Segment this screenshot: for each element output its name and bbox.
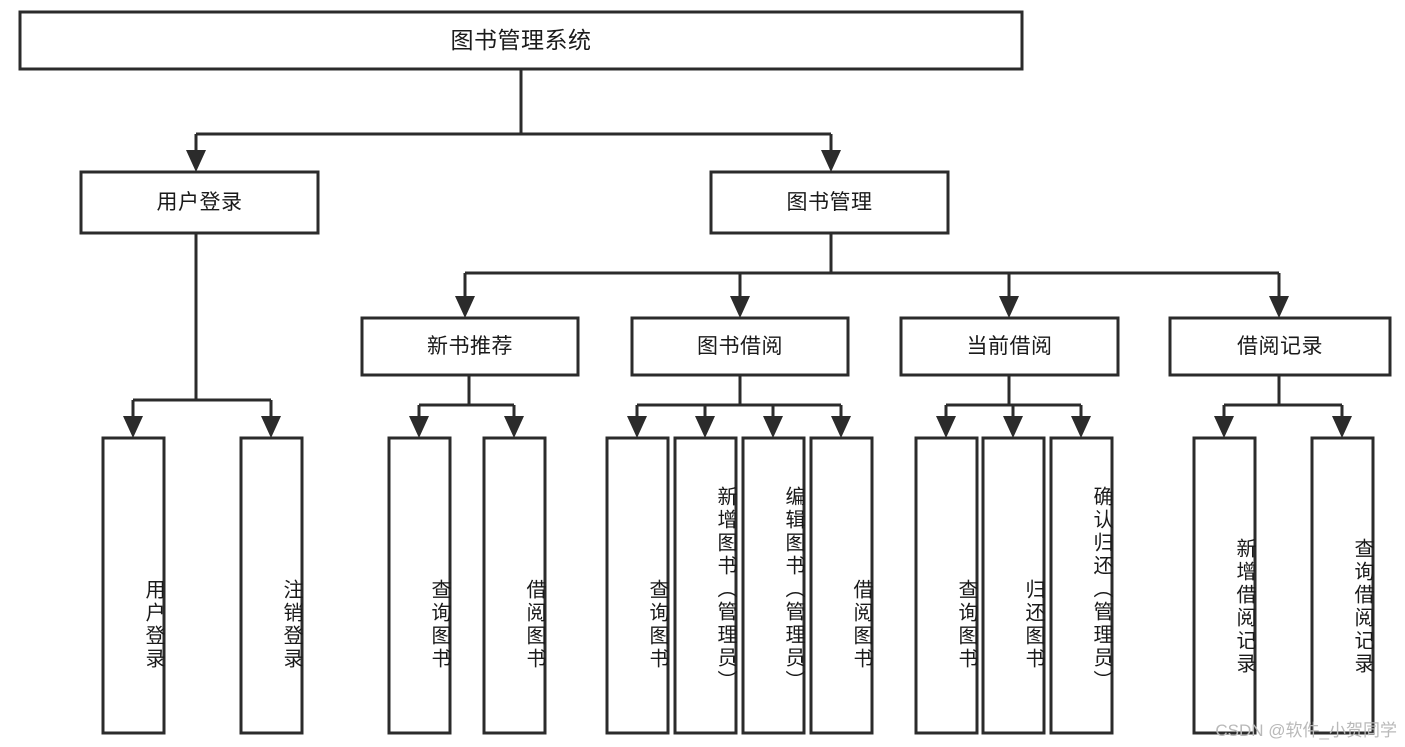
node-box-book-borrow[interactable] bbox=[630, 316, 850, 377]
node-box-leaf-edit-book[interactable] bbox=[741, 436, 806, 735]
node-box-leaf-borrow-book-2[interactable] bbox=[809, 436, 874, 735]
node-box-leaf-add-record[interactable] bbox=[1192, 436, 1257, 735]
node-box-current-borrow[interactable] bbox=[899, 316, 1120, 377]
node-box-root[interactable] bbox=[18, 10, 1024, 71]
node-box-new-book-recommend[interactable] bbox=[360, 316, 580, 377]
node-box-leaf-query-book-1[interactable] bbox=[387, 436, 452, 735]
node-box-book-manage[interactable] bbox=[709, 170, 950, 235]
connector-newbook-to-leaves bbox=[409, 375, 524, 438]
connector-root-to-level2 bbox=[186, 69, 841, 172]
connector-currentborrow-to-leaves bbox=[936, 375, 1091, 438]
node-box-leaf-query-record[interactable] bbox=[1310, 436, 1375, 735]
node-box-leaf-query-book-2[interactable] bbox=[605, 436, 670, 735]
node-box-leaf-query-book-3[interactable] bbox=[914, 436, 979, 735]
node-box-leaf-borrow-book-1[interactable] bbox=[482, 436, 547, 735]
connector-borrowrecord-to-leaves bbox=[1214, 375, 1352, 438]
node-box-leaf-confirm-return[interactable] bbox=[1049, 436, 1114, 735]
node-box-leaf-return-book[interactable] bbox=[981, 436, 1046, 735]
connector-bookmanage-to-level3 bbox=[455, 233, 1289, 318]
connector-bookborrow-to-leaves bbox=[627, 375, 851, 438]
connector-userlogin-to-leaves bbox=[123, 233, 281, 438]
node-box-borrow-record[interactable] bbox=[1168, 316, 1392, 377]
node-box-user-login[interactable] bbox=[79, 170, 320, 235]
node-box-leaf-logout-login[interactable] bbox=[239, 436, 304, 735]
node-box-leaf-add-book[interactable] bbox=[673, 436, 738, 735]
node-box-leaf-user-login[interactable] bbox=[101, 436, 166, 735]
